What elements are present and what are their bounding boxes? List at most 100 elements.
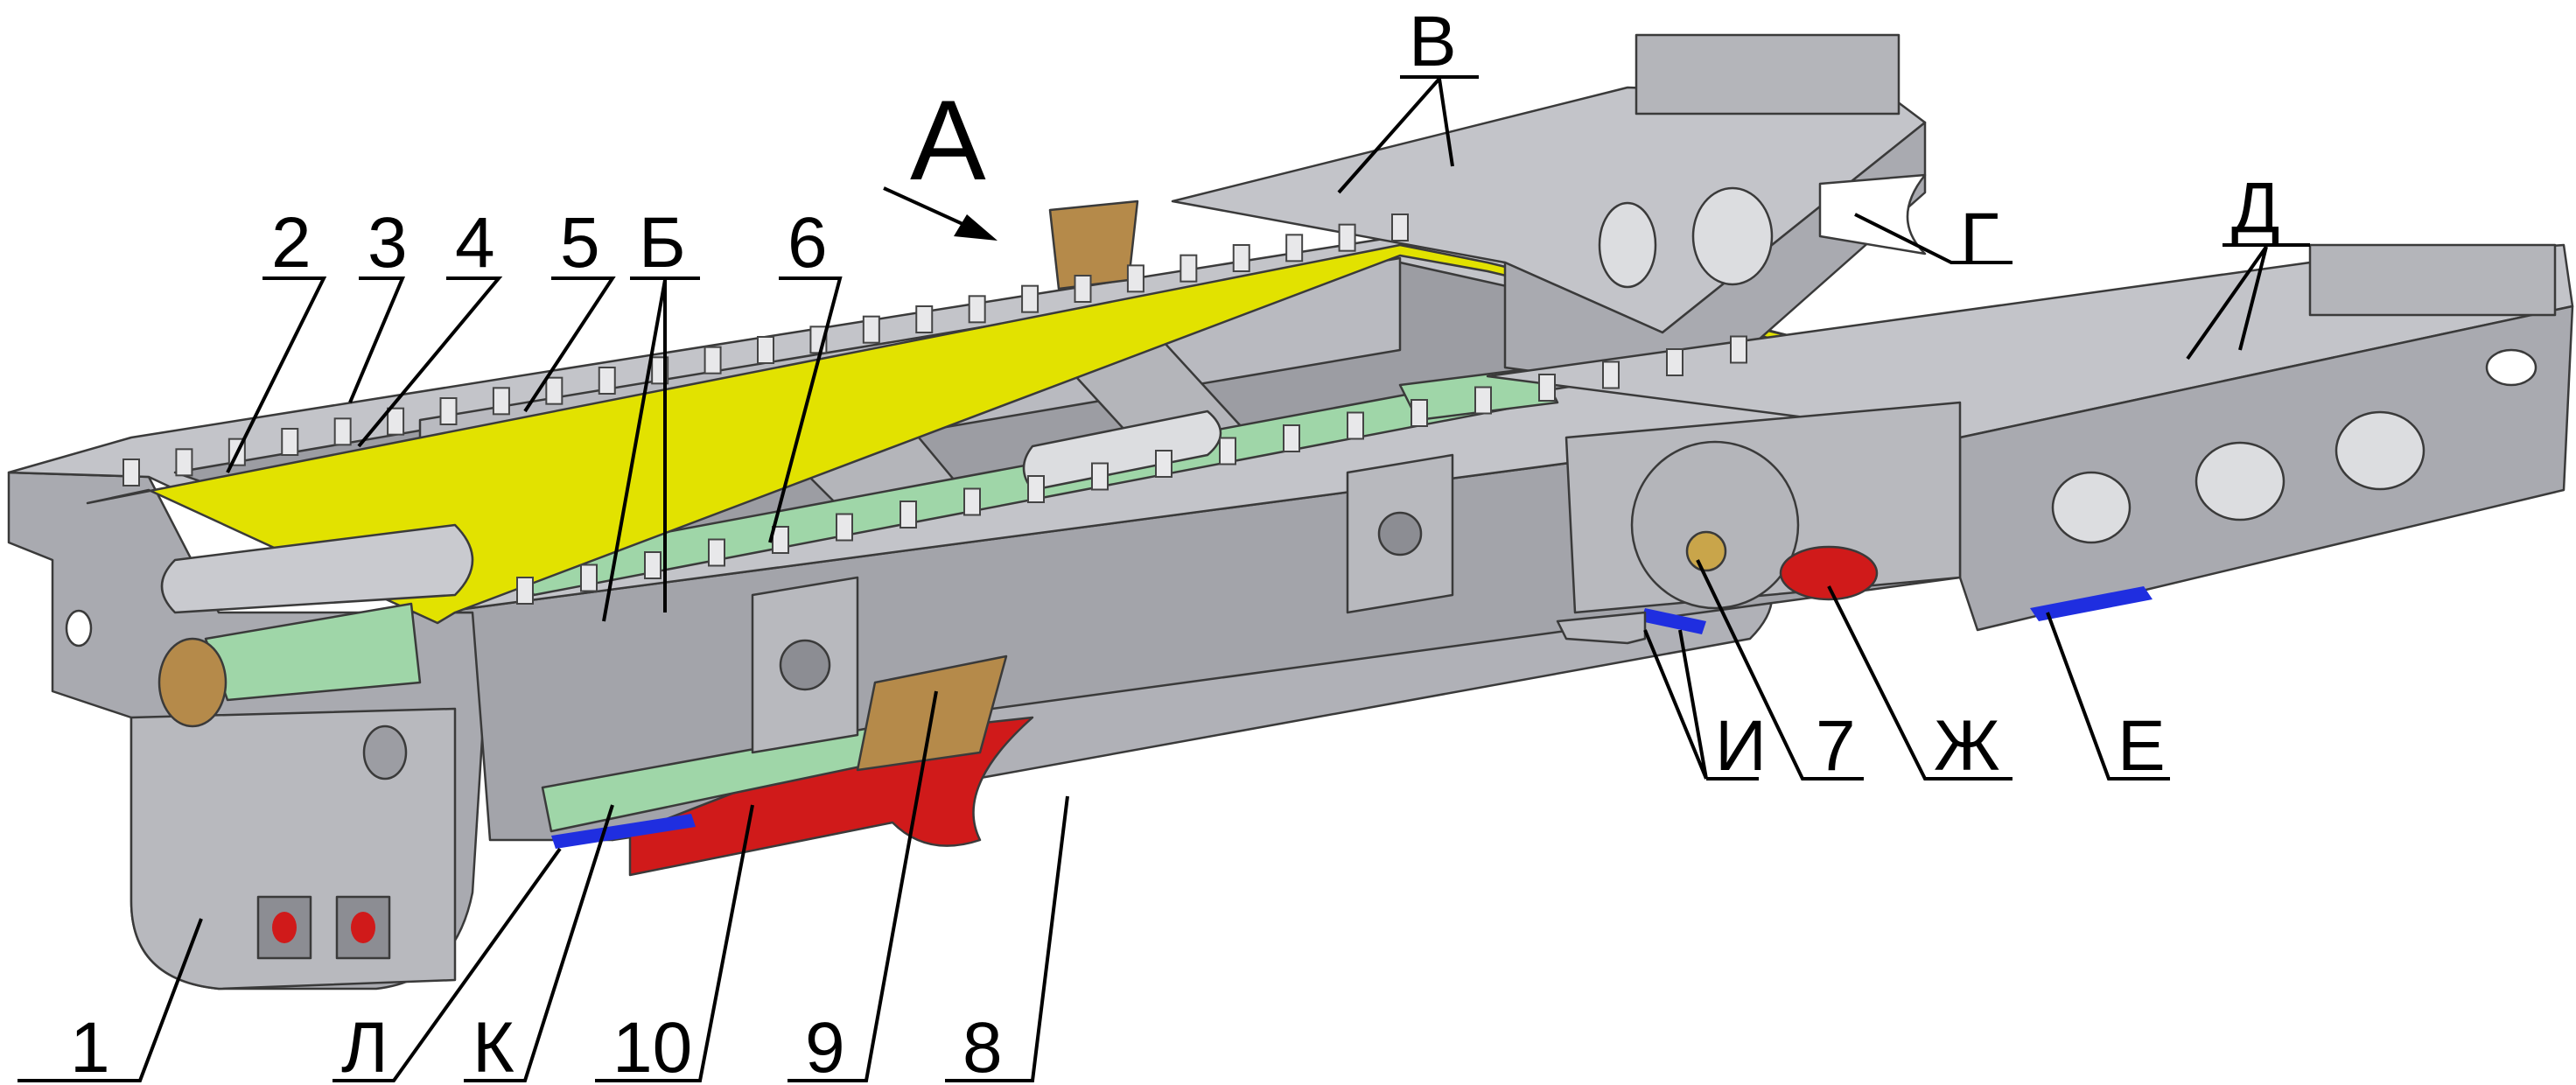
stud-39 (1410, 399, 1428, 427)
stud-4 (333, 417, 352, 446)
stud-35 (1155, 450, 1172, 478)
leader-I (1643, 629, 1759, 780)
right-middle-block-hole (1377, 511, 1423, 556)
stud-31 (900, 500, 917, 528)
callout-E: Е (2118, 706, 2166, 786)
left-hole-2 (362, 724, 408, 780)
front-mount-hole-2 (351, 912, 375, 943)
callout-4: 4 (455, 203, 495, 283)
inspection-cover-center (1685, 530, 1727, 572)
bronze-bushing (158, 637, 228, 728)
callout-10: 10 (612, 1008, 692, 1085)
leader-1 (18, 918, 203, 1082)
fork-slot (1818, 173, 1927, 256)
callouts: 1 2 3 4 5 Б 6 В Г Д 7 Ж Е (18, 2, 2310, 1085)
stud-43 (1666, 348, 1684, 376)
leader-3 (348, 276, 406, 403)
stud-29 (772, 526, 789, 554)
leader-6 (768, 276, 843, 543)
leader-2 (226, 276, 327, 473)
upper-arm-hole-1 (1598, 201, 1657, 289)
blue-strip-i (1641, 608, 1706, 634)
stud-5 (387, 407, 405, 436)
leader-G (1854, 213, 2012, 264)
callout-G: Г (1960, 199, 1998, 278)
stud-26 (580, 564, 598, 592)
callout-7: 7 (1816, 706, 1856, 786)
lower-block-top (2308, 243, 2557, 317)
leader-5 (523, 276, 616, 413)
blue-strip-e (2030, 586, 2152, 621)
stud-17 (1021, 284, 1040, 313)
upper-arm-hole-2 (1691, 186, 1774, 286)
leader-9 (788, 690, 938, 1082)
lower-arm-hole-1 (2051, 471, 2132, 544)
frame-body (7, 33, 2574, 990)
callout-5: 5 (560, 203, 600, 283)
stud-11 (704, 346, 722, 374)
left-hole-1 (65, 609, 93, 648)
stud-28 (708, 538, 725, 567)
studs (122, 214, 1747, 605)
callout-L: Л (341, 1008, 388, 1085)
stud-33 (1027, 475, 1045, 503)
stud-21 (1232, 244, 1250, 272)
upper-block-top (1634, 33, 1900, 116)
stud-6 (439, 397, 458, 425)
stud-24 (1391, 214, 1409, 242)
upper-right-arm-side (1503, 121, 1927, 396)
callout-I: И (1715, 706, 1767, 786)
leader-8 (945, 795, 1069, 1082)
callout-8: 8 (962, 1008, 1003, 1085)
stud-3 (281, 428, 299, 456)
stud-27 (644, 551, 662, 579)
bracket-i (1556, 611, 1647, 645)
stud-23 (1338, 223, 1356, 252)
stud-1 (175, 448, 193, 477)
stud-20 (1180, 254, 1198, 283)
stud-37 (1283, 424, 1300, 452)
middle-block-hole (779, 639, 831, 691)
callout-V: В (1409, 2, 1457, 81)
leader-Zh (1827, 585, 2012, 780)
inner-cylinder (1022, 410, 1222, 492)
lower-arm-hole-3 (2334, 410, 2426, 491)
leader-E (2046, 612, 2170, 780)
callout-B: Б (639, 203, 686, 283)
callout-3: 3 (368, 203, 408, 283)
lower-arm-hole-2 (2194, 441, 2286, 522)
stud-34 (1091, 462, 1109, 491)
stud-12 (757, 336, 774, 364)
stud-0 (122, 458, 140, 486)
lower-arm-hole-4 (2485, 348, 2538, 387)
view-arrow-head (954, 214, 998, 241)
callout-9: 9 (805, 1008, 845, 1085)
filler-cap (1048, 200, 1139, 290)
inspection-cover (1630, 440, 1800, 610)
leader-V (1337, 75, 1479, 194)
stud-40 (1474, 386, 1492, 415)
stud-15 (915, 305, 934, 333)
leader-7 (1696, 559, 1864, 780)
stud-32 (963, 487, 981, 516)
red-plug (1779, 545, 1879, 601)
stud-7 (492, 387, 510, 416)
stud-22 (1285, 234, 1304, 262)
callout-Zh: Ж (1934, 706, 2000, 786)
leader-L (332, 847, 562, 1082)
callout-1: 1 (70, 1008, 110, 1085)
leader-D (2186, 243, 2310, 360)
callout-6: 6 (788, 203, 828, 283)
stud-42 (1602, 360, 1620, 389)
callout-K: К (472, 1008, 514, 1085)
stud-16 (968, 295, 986, 324)
leader-B (602, 276, 700, 622)
stud-44 (1730, 335, 1747, 364)
stud-41 (1538, 374, 1556, 402)
left-pipe (160, 523, 474, 614)
blue-strip-l (551, 814, 696, 849)
stud-9 (598, 367, 616, 395)
stud-14 (862, 315, 880, 344)
view-label: А (910, 76, 986, 204)
